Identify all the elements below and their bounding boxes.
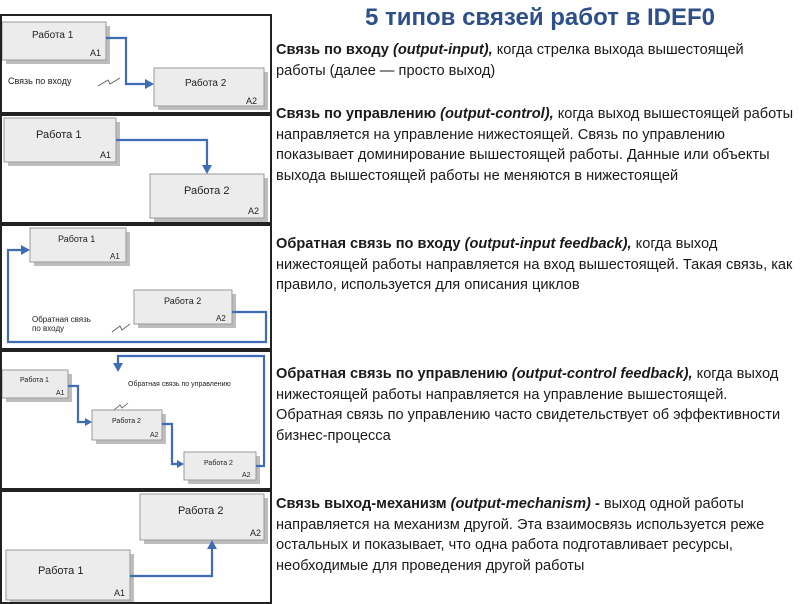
page-title: 5 типов связей работ в IDEF0 [364,4,716,31]
work-box-2-label: Работа 2 [185,77,227,89]
diagram-panel-control-feedback: Работа 1 A1 Работа 2 A2 Работа 2 A2 Обра… [0,350,272,490]
description-control-feedback: Обратная связь по управлению (output-con… [276,364,794,446]
work-box-2 [153,67,265,107]
work-box-1 [3,117,117,163]
item-term: (output-mechanism) - [450,496,600,512]
item-head: Связь выход-механизм [276,496,447,512]
work-box-2-id: A2 [216,314,226,323]
work-box-3 [183,451,257,481]
work-box-3-id: A2 [242,472,251,479]
item-term: (output-control), [440,106,554,122]
work-box-1-label: Работа 1 [20,376,49,384]
item-term: (output-control feedback), [511,366,693,382]
work-box-2-label: Работа 2 [178,505,223,517]
item-term: (output-input), [392,42,493,58]
work-box-1-label: Работа 1 [58,234,95,244]
description-output-control: Связь по управлению (output-control), ко… [276,104,794,186]
description-input-feedback: Обратная связь по входу (output-input fe… [276,234,794,296]
output-arrow-1-2 [68,384,86,424]
work-box-2 [133,289,233,325]
description-output-input: Связь по входу (output-input), когда стр… [276,40,794,81]
item-head: Обратная связь по управлению [276,366,508,382]
work-box-3-label: Работа 2 [204,459,233,467]
item-text: когда выход вышестоящей работы направляе… [276,106,794,184]
item-text: выход одной работы направляется на механ… [276,496,765,574]
work-box-2-label: Работа 2 [112,417,141,425]
item-head: Обратная связь по входу [276,236,461,252]
diagram-output-mechanism: Работа 2 A2 Работа 1 A1 [5,493,268,602]
output-mechanism-arrow [130,548,214,578]
work-box-2-id: A2 [246,96,257,106]
work-box-2-label: Работа 2 [184,185,229,197]
control-feedback-arrow [116,354,266,468]
item-text: когда выход нижестоящей работы направляе… [276,366,781,444]
work-box-1-id: A1 [114,588,125,598]
work-box-1 [2,21,107,61]
work-box-2-id: A2 [248,206,259,216]
diagram-panel-output-input: Работа 1 A1 Работа 2 A2 Связь по входу [0,14,272,114]
output-control-arrow [116,138,209,166]
item-head: Связь по управлению [276,106,437,122]
diagram-output-control: Работа 1 A1 Работа 2 A2 [3,117,268,222]
work-box-1-label: Работа 1 [38,565,83,577]
diagram-panel-output-mechanism: Работа 2 A2 Работа 1 A1 [0,490,272,604]
work-box-1-id: A1 [100,150,111,160]
connection-caption: Связь по входу [8,76,72,86]
output-input-arrow [106,36,146,86]
work-box-2-label: Работа 2 [164,296,201,306]
work-box-2 [149,173,265,219]
item-text: когда стрелка выхода вышестоящей работы … [276,42,744,79]
work-box-1 [5,549,131,601]
diagram-input-feedback: Работа 1 A1 Работа 2 A2 Обратная связь п… [6,227,268,344]
item-term: (output-input feedback), [464,236,632,252]
work-box-2-id: A2 [150,432,159,439]
work-box-1-label: Работа 1 [36,129,81,141]
work-box-1-id: A1 [90,48,101,58]
work-box-2 [139,493,265,541]
input-feedback-arrow [6,248,268,344]
connection-caption-line1: Обратная связь [32,315,91,324]
diagram-output-input: Работа 1 A1 Работа 2 A2 Связь по входу [2,21,268,110]
item-head: Связь по входу [276,42,389,58]
work-box-1 [2,369,69,399]
work-box-1-id: A1 [56,390,65,397]
connection-caption-line2: по входу [32,324,64,333]
work-box-1 [29,227,127,263]
work-box-1-id: A1 [110,252,120,261]
diagram-control-feedback: Работа 1 A1 Работа 2 A2 Работа 2 A2 Обра… [2,354,266,484]
diagram-panel-output-control: Работа 1 A1 Работа 2 A2 [0,114,272,224]
output-arrow-2-3 [162,422,178,466]
work-box-1-label: Работа 1 [32,29,74,41]
connection-caption: Обратная связь по управлению [128,380,231,388]
diagram-panel-input-feedback: Работа 1 A1 Работа 2 A2 Обратная связь п… [0,224,272,350]
work-box-2-id: A2 [250,528,261,538]
description-output-mechanism: Связь выход-механизм (output-mechanism) … [276,494,794,576]
item-text: когда выход нижестоящей работы направляе… [276,236,793,293]
